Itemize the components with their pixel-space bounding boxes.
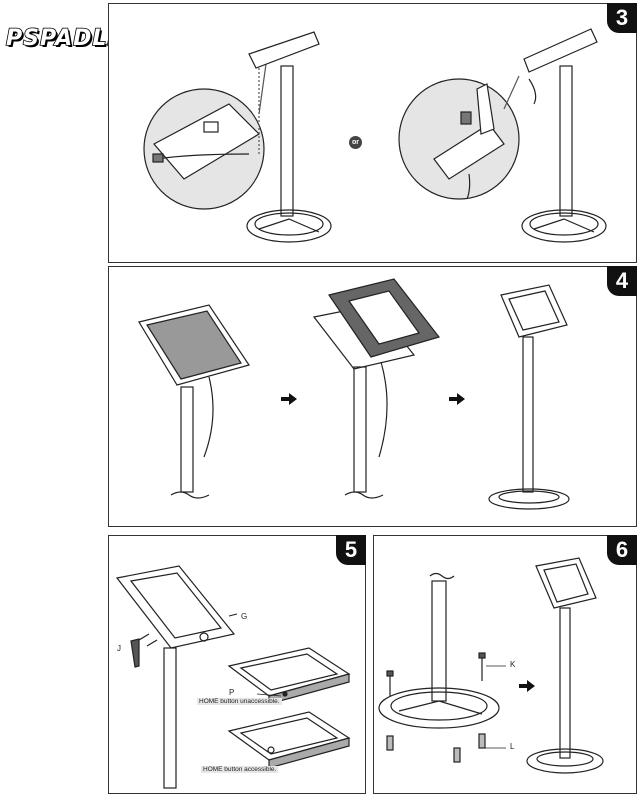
step-5-illustration — [115, 565, 351, 789]
step-5-number-badge: 5 — [336, 535, 366, 565]
step-3-illustration — [143, 28, 607, 243]
or-separator: or — [349, 136, 362, 149]
step-4-illustration — [138, 278, 570, 510]
label-g: G — [241, 612, 248, 621]
step-4-number-badge: 4 — [607, 266, 637, 296]
label-p: P — [229, 688, 235, 697]
step-3-detail-circle-right — [398, 78, 520, 200]
step-6-panel: K L 6 — [373, 535, 637, 794]
note-home-unaccessible: HOME button unaccessible. — [197, 698, 282, 705]
step-5-panel: G J P HOME button unaccessible. HOME but… — [108, 535, 366, 794]
step-4-panel: 4 — [108, 266, 637, 527]
label-l: L — [510, 742, 515, 751]
label-j: J — [117, 644, 121, 653]
note-home-accessible: HOME button accessible. — [201, 766, 279, 773]
step-6-illustration — [378, 557, 604, 774]
label-k: K — [510, 660, 516, 669]
step-6-number-badge: 6 — [607, 535, 637, 565]
step-3-panel: or 3 — [108, 3, 637, 263]
step-3-number-badge: 3 — [607, 3, 637, 33]
